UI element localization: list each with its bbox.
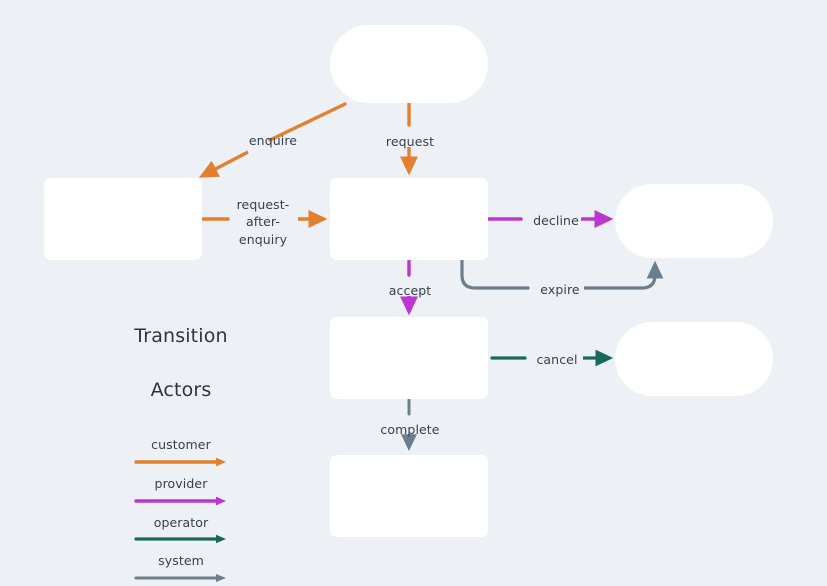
legend-label-system: system — [158, 553, 204, 569]
state-diagram: enquire request request- after- enquiry … — [44, 25, 773, 583]
legend-arrow-operator — [124, 531, 238, 547]
edge-label-enquire: enquire — [248, 133, 298, 148]
legend-arrow-customer — [124, 454, 238, 470]
legend-title-line-2: Actors — [150, 378, 212, 401]
legend-label-provider: provider — [154, 475, 208, 491]
legend-entry-operator: operator — [124, 515, 238, 548]
state-node-requested[interactable] — [330, 178, 488, 260]
edge-label-decline: decline — [533, 213, 579, 228]
edge-label-cancel: cancel — [536, 352, 578, 367]
edge-expire — [460, 259, 664, 290]
legend-arrow-provider — [124, 493, 238, 509]
legend-label-operator: operator — [153, 514, 209, 530]
legend-entry-provider: provider — [124, 476, 238, 509]
state-node-declined[interactable] — [615, 184, 773, 258]
edge-label-request: request — [385, 134, 435, 149]
state-node-start[interactable] — [330, 25, 488, 103]
legend-arrow-system — [124, 570, 238, 586]
state-node-enquired[interactable] — [44, 178, 202, 260]
state-node-accepted[interactable] — [330, 317, 488, 399]
state-node-completed[interactable] — [330, 455, 488, 537]
edge-label-complete: complete — [380, 422, 440, 437]
legend: Transition Actors customer provider — [124, 296, 238, 586]
edge-enquire — [198, 102, 347, 178]
legend-title-line-1: Transition — [134, 324, 228, 347]
edges-layer — [198, 102, 664, 452]
legend-entry-system: system — [124, 553, 238, 586]
legend-label-customer: customer — [151, 436, 211, 452]
edge-label-expire: expire — [540, 282, 580, 297]
edge-label-request-after-enquiry: request- after- enquiry — [236, 197, 290, 247]
edge-label-accept: accept — [388, 283, 432, 298]
state-node-cancelled[interactable] — [615, 322, 773, 396]
legend-title: Transition Actors — [124, 296, 238, 431]
legend-entry-customer: customer — [124, 437, 238, 470]
